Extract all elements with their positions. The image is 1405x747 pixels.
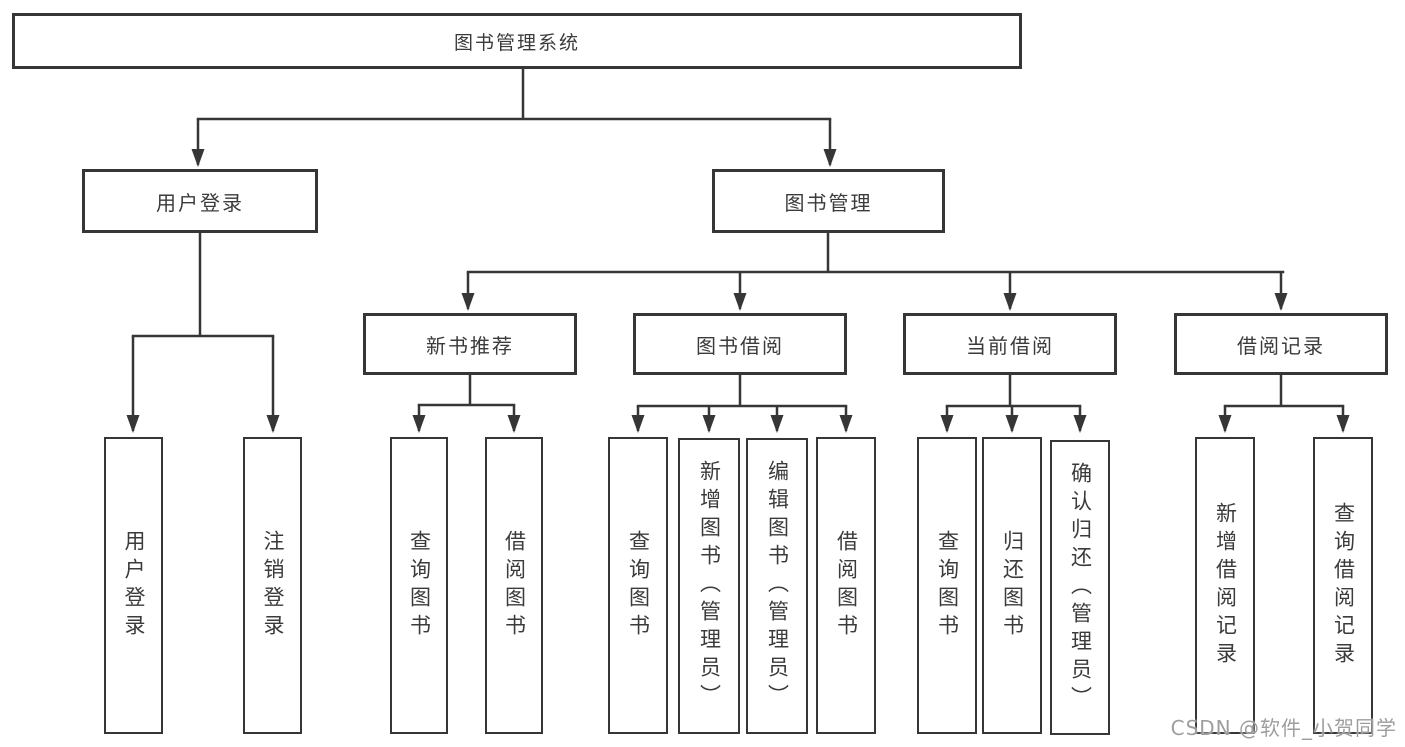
group-node-book-borrowing: 图书借阅 xyxy=(633,313,847,375)
group-node-current-borrowing: 当前借阅 xyxy=(903,313,1117,375)
branch-node-user-login: 用户登录 xyxy=(82,169,318,233)
leaf-node-query-books-current: 查询图书 xyxy=(917,437,977,734)
leaf-node-borrow-books-recommend: 借阅图书 xyxy=(485,437,543,734)
leaf-node-query-borrow-record: 查询借阅记录 xyxy=(1313,437,1373,734)
leaf-node-query-books-recommend: 查询图书 xyxy=(390,437,448,734)
group-node-new-book-recommend: 新书推荐 xyxy=(363,313,577,375)
leaf-node-user-login: 用户登录 xyxy=(104,437,163,734)
root-node-library-management-system: 图书管理系统 xyxy=(12,13,1022,69)
leaf-node-edit-book-admin: 编辑图书（管理员） xyxy=(746,438,808,734)
branch-node-book-management: 图书管理 xyxy=(712,169,945,233)
leaf-node-borrow-books-borrowing: 借阅图书 xyxy=(816,437,876,734)
leaf-node-logout: 注销登录 xyxy=(243,437,302,734)
csdn-watermark: CSDN @软件_小贺同学 xyxy=(1170,716,1397,740)
leaf-node-add-book-admin: 新增图书（管理员） xyxy=(678,438,740,734)
leaf-node-query-books-borrowing: 查询图书 xyxy=(608,437,668,734)
leaf-node-return-books: 归还图书 xyxy=(982,437,1042,734)
leaf-node-confirm-return-admin: 确认归还（管理员） xyxy=(1050,440,1110,735)
group-node-borrowing-records: 借阅记录 xyxy=(1174,313,1388,375)
leaf-node-add-borrow-record: 新增借阅记录 xyxy=(1195,437,1255,734)
